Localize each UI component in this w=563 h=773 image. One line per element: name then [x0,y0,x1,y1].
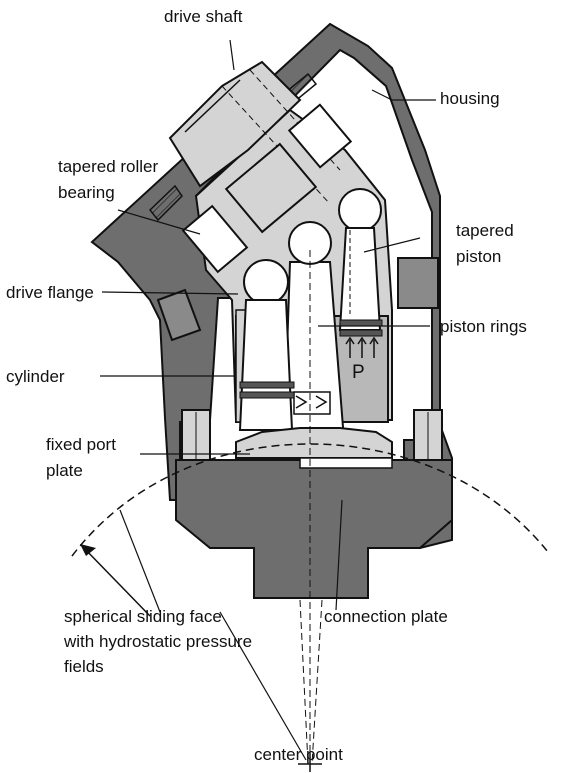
pressure-label: P [352,362,365,383]
label-drive-flange: drive flange [6,283,94,302]
label-tapered-roller-bearing-2: bearing [58,183,115,202]
label-tapered-piston-2: piston [456,247,501,266]
fixed-port-plate [235,427,393,459]
label-fixed-port-plate-2: plate [46,461,83,480]
center-construction-lines [299,250,323,765]
center-piston [282,221,346,441]
left-piston [238,259,295,431]
label-spherical-sliding-face-1: spherical sliding face [64,607,222,626]
leader-lines [100,39,436,761]
pressure-arrows [345,336,379,358]
label-center-point: center point [254,745,343,764]
label-tapered-piston-1: tapered [456,221,514,240]
connection-plate-insert [299,457,393,469]
connection-plate [175,459,453,599]
tapered-roller-bearing-lower [181,204,249,274]
center-point-marker [298,752,322,772]
tapered-roller-bearing-upper [287,103,353,169]
label-cylinder: cylinder [6,367,65,386]
label-piston-rings: piston rings [440,317,527,336]
spherical-sliding-face-arc [71,443,549,557]
radius-arrow [80,544,151,617]
label-tapered-roller-bearing-1: tapered roller [58,157,159,176]
label-drive-shaft: drive shaft [164,7,243,26]
bearing-block-mid [224,142,318,234]
piston-ring-2 [339,329,383,337]
tapered-piston: P [338,188,383,383]
label-spherical-sliding-face-2: with hydrostatic pressure [63,632,252,651]
label-fixed-port-plate-1: fixed port [46,435,116,454]
piston-ring-1 [339,319,383,327]
label-spherical-sliding-face-3: fields [64,657,104,676]
housing-side-lug [397,257,439,309]
housing-hatch-1 [148,184,183,222]
label-housing: housing [440,89,500,108]
label-connection-plate: connection plate [324,607,448,626]
